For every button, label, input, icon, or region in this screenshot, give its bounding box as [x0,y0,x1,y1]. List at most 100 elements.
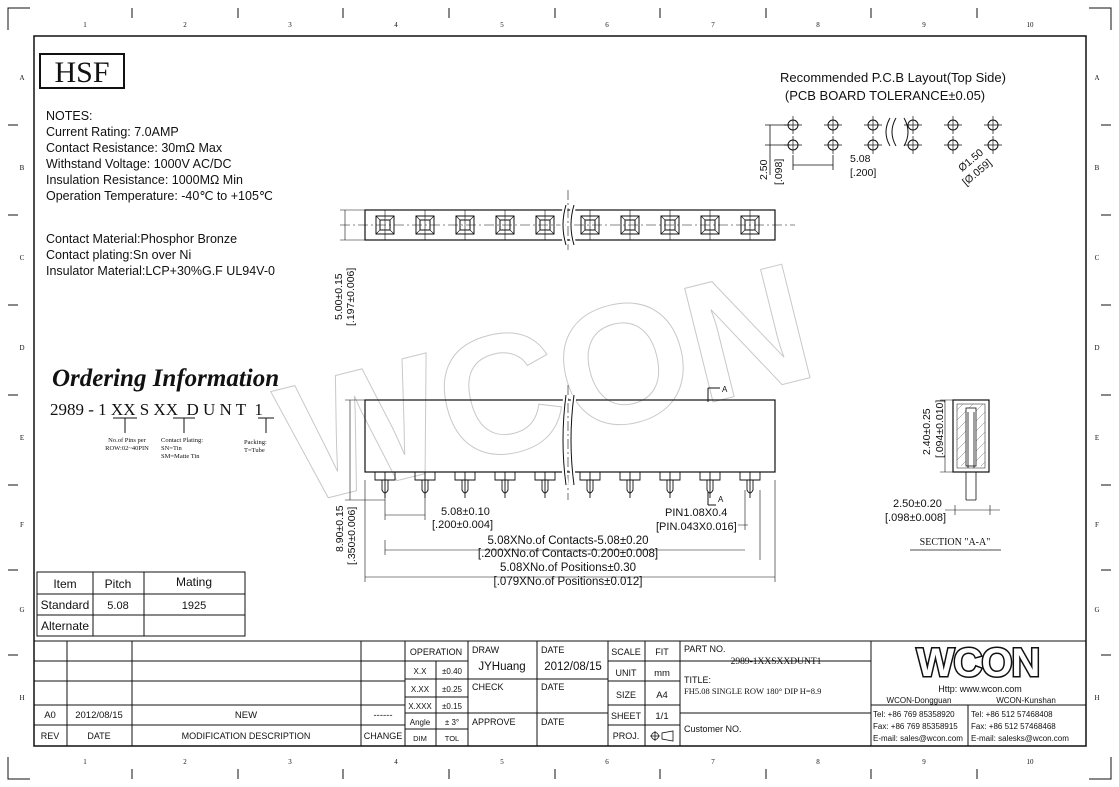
tol-xxxx-label: X.XXX [408,702,432,711]
column-number-top: 6 [605,21,609,29]
ordering-title: Ordering Information [52,365,279,392]
rev-a0: A0 [44,710,56,721]
front-view-contact-pin [586,472,594,498]
note-contact-resistance: Contact Resistance: 30mΩ Max [46,141,223,155]
notes-heading: NOTES: [46,109,93,123]
pcb-hole-centerline [944,116,962,134]
column-number-bottom: 3 [288,758,292,766]
title-value: FH5.08 SINGLE ROW 180° DIP H=8.9 [684,686,821,696]
check-label: CHECK [472,682,504,692]
rev-a0-description: NEW [235,710,257,721]
date-label: DATE [541,645,564,655]
pitch-table-header-pitch: Pitch [105,577,132,591]
section-a-a: 2.40±0.25 [.094±0.010] 2.50±0.20 [.098±0… [885,399,1001,551]
hsf-logo: HSF [39,53,125,89]
size-value: A4 [656,690,668,701]
unit-label: UNIT [616,668,637,678]
pitch-table-row-alternate: Alternate [41,619,89,633]
top-view-contact-detail [415,210,435,240]
row-letter-left: E [20,434,24,442]
note-insulator-material: Insulator Material:LCP+30%G.F UL94V-0 [46,264,275,278]
row-letter-left: H [19,694,24,702]
pcb-hole-centerline [904,136,922,154]
tol-xxx-value: ±0.25 [442,685,463,694]
front-dim-height: 8.90±0.15 [334,505,346,552]
tol-xx-label: X.X [414,667,428,676]
section-mark-bottom: A [718,495,724,504]
kunshan-name: WCON-Kunshan [996,696,1056,705]
front-dim-contacts: 5.08XNo.of Contacts-5.08±0.20 [487,535,648,547]
column-number-bottom: 2 [183,758,187,766]
top-view-contact-detail [580,210,600,240]
note-contact-plating: Contact plating:Sn over Ni [46,248,191,262]
top-view-contact-detail [535,210,555,240]
pcb-dim-pitch: 5.08 [850,153,871,165]
rev-header-date: DATE [87,731,110,741]
row-letter-left: A [19,74,24,82]
dongguan-tel: Tel: +86 769 85358920 [873,710,955,719]
dongguan-name: WCON-Dongguan [887,696,952,705]
size-label: SIZE [616,690,636,700]
top-view-contact-detail [455,210,475,240]
section-mark-top: A [722,385,728,394]
top-view-contact-detail [495,210,515,240]
company-website: Http: www.wcon.com [938,684,1022,694]
column-number-bottom: 8 [816,758,820,766]
kunshan-email: E-mail: salesks@wcon.com [971,734,1069,743]
column-number-top: 9 [922,21,926,29]
company-block: WCON WCON Http: www.wcon.com WCON-Donggu… [873,640,1069,744]
pcb-hole-centerline [984,116,1002,134]
ordering-code: 2989 - 1 XX S XX D U N T 1 [50,400,263,419]
row-letter-right: H [1094,694,1099,702]
rev-header-change: CHANGE [364,731,403,741]
top-view-dim-width-in: [.197±0.006] [345,268,357,326]
note-operation-temperature: Operation Temperature: -40℃ to +105℃ [46,189,273,203]
note-insulation-resistance: Insulation Resistance: 1000MΩ Min [46,173,243,187]
top-view-contact-detail [375,210,395,240]
front-dim-contacts-in: [.200XNo.of Contacts-0.200±0.008] [478,548,658,560]
front-view-contact-pin [626,472,634,498]
part-no-value: 2989-1XXSXXDUNT1 [731,657,822,667]
column-number-top: 10 [1027,21,1035,29]
column-number-bottom: 10 [1027,758,1035,766]
top-view-contact-detail [660,210,680,240]
draw-date: 2012/08/15 [544,661,602,673]
sheet-value: 1/1 [655,711,668,722]
row-letter-right: G [1094,606,1099,614]
front-dim-pitch-in: [.200±0.004] [432,519,493,531]
note-contact-material: Contact Material:Phosphor Bronze [46,232,237,246]
column-number-bottom: 7 [711,758,715,766]
pcb-hole-centerline [984,136,1002,154]
unit-value: mm [654,668,670,679]
pcb-hole-centerline [824,116,842,134]
note-withstand-voltage: Withstand Voltage: 1000V AC/DC [46,157,232,171]
row-letter-right: B [1095,164,1100,172]
pitch-table-header-item: Item [53,577,76,591]
row-letter-left: G [19,606,24,614]
column-number-top: 4 [394,21,398,29]
pitch-table-standard-pitch: 5.08 [107,600,128,612]
front-dim-pin-in: [PIN.043X0.016] [656,521,737,533]
column-number-top: 8 [816,21,820,29]
row-letter-right: D [1094,344,1099,352]
ordering-plating-note-1: Contact Plating: [161,437,203,444]
sheet-label: SHEET [611,711,642,721]
row-letter-right: C [1095,254,1100,262]
scale-label: SCALE [611,647,641,657]
connector-top-view: 5.00±0.15 [.197±0.006] [333,190,795,326]
projection-symbol-icon [650,730,674,742]
rev-a0-date: 2012/08/15 [75,710,123,721]
column-number-top: 2 [183,21,187,29]
row-letter-left: F [20,521,24,529]
top-view-contact-detail [740,210,760,240]
ordering-information: Ordering Information 2989 - 1 XX S XX D … [50,365,279,460]
ordering-pins-note-2: ROW:02~40PIN [105,445,149,452]
pitch-table-row-standard: Standard [41,598,90,612]
tol-label: TOL [445,734,459,743]
front-view-contact-pin [746,472,754,498]
